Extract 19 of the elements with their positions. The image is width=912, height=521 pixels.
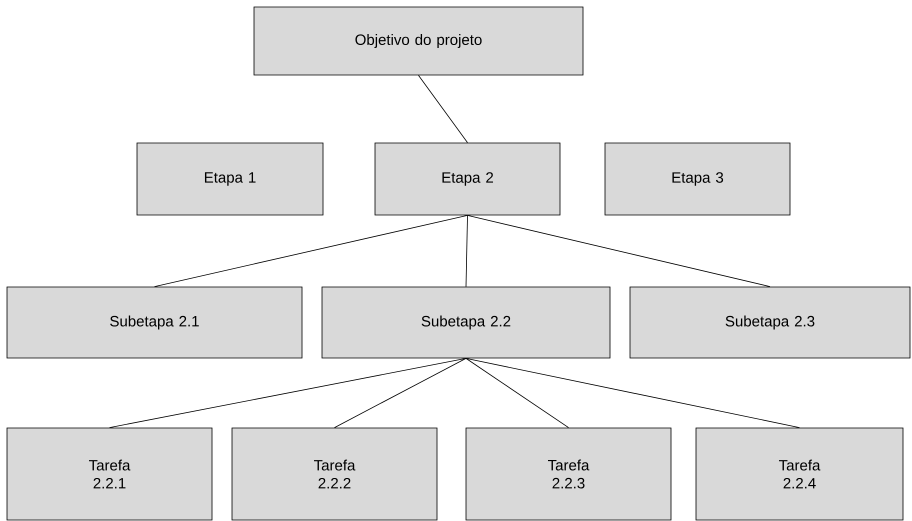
connector-line xyxy=(466,358,800,428)
box: Etapa 1 xyxy=(136,142,324,216)
box: Objetivo do projeto xyxy=(254,6,584,76)
box: Tarefa 2.2.3 xyxy=(466,428,672,520)
box: Tarefa 2.2.2 xyxy=(232,428,438,520)
box: Subetapa 2.1 xyxy=(6,286,302,358)
box: Subetapa 2.2 xyxy=(322,286,610,358)
connector-line xyxy=(334,358,466,428)
connector-line xyxy=(467,215,770,287)
box: Etapa 2 xyxy=(374,142,560,216)
box: Tarefa 2.2.4 xyxy=(696,428,904,520)
connector-line xyxy=(154,215,468,287)
connector-line xyxy=(418,75,468,143)
connector-line xyxy=(109,358,466,428)
connector-line xyxy=(466,358,569,428)
box: Subetapa 2.3 xyxy=(630,286,910,358)
box: Tarefa 2.2.1 xyxy=(6,428,212,520)
connector-line xyxy=(466,215,468,287)
box: Etapa 3 xyxy=(604,142,790,216)
